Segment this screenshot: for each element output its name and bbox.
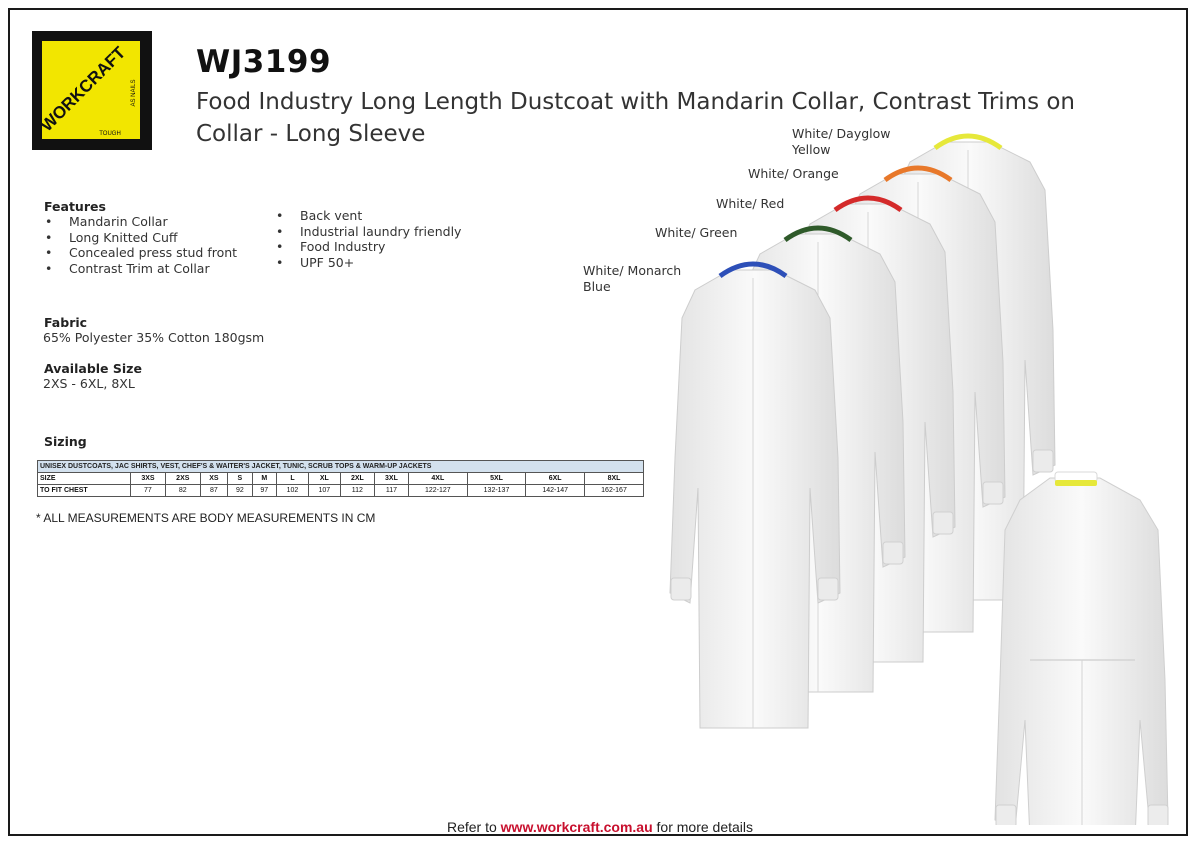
size-cell: 6XL <box>525 472 586 485</box>
chest-cell: 112 <box>339 484 375 497</box>
colour-label-line1: White/ Dayglow <box>792 126 891 141</box>
collar-trim <box>883 165 953 183</box>
chest-cell: 107 <box>307 484 341 497</box>
colour-label-line2: Yellow <box>792 142 831 157</box>
size-cell: 3XS <box>130 472 166 485</box>
workcraft-logo: WORKCRAFT AS NAILS TOUGH <box>32 31 152 150</box>
size-cell: 8XL <box>584 472 644 485</box>
colour-label-line1: White/ Monarch <box>583 263 682 278</box>
size-cell: XS <box>199 472 229 485</box>
dustcoat-front-monarch-blue <box>669 261 841 729</box>
footer-suffix: for more details <box>656 819 754 835</box>
available-size-heading: Available Size <box>44 361 142 376</box>
footer-website-link[interactable]: www.workcraft.com.au <box>500 819 653 835</box>
chest-cell: 117 <box>373 484 410 497</box>
size-cell: XL <box>307 472 341 485</box>
footer: Refer to www.workcraft.com.au for more d… <box>0 819 1200 835</box>
chest-cell: 97 <box>251 484 278 497</box>
chest-cell: 132-137 <box>466 484 527 497</box>
fabric-value: 65% Polyester 35% Cotton 180gsm <box>43 330 265 345</box>
size-cell: 2XL <box>339 472 375 485</box>
feature-item: Industrial laundry friendly <box>274 224 461 240</box>
colour-label-line1: White/ Green <box>655 225 738 240</box>
size-row-label: SIZE <box>37 472 131 485</box>
logo-tagline-bottom: TOUGH <box>99 131 121 137</box>
back-view-collar-trim <box>1055 480 1097 486</box>
dustcoat-illustrations <box>669 133 1169 825</box>
feature-item: Long Knitted Cuff <box>43 230 237 246</box>
chest-cell: 142-147 <box>525 484 586 497</box>
collar-trim <box>833 195 903 213</box>
logo-tagline-side: AS NAILS <box>131 79 137 106</box>
chest-cell: 87 <box>199 484 229 497</box>
sizing-table: UNISEX DUSTCOATS, JAC SHIRTS, VEST, CHEF… <box>37 460 644 497</box>
size-cell: 4XL <box>408 472 468 485</box>
features-list-right: Back ventIndustrial laundry friendlyFood… <box>274 208 461 270</box>
size-cell: 3XL <box>373 472 410 485</box>
feature-item: Food Industry <box>274 239 461 255</box>
measurement-note: * ALL MEASUREMENTS ARE BODY MEASUREMENTS… <box>36 511 376 525</box>
collar-trim <box>718 261 788 279</box>
colour-label-line1: White/ Orange <box>748 166 839 181</box>
available-size-value: 2XS - 6XL, 8XL <box>43 376 135 391</box>
collar-trim <box>933 133 1003 151</box>
size-cell: M <box>251 472 278 485</box>
colour-label-orange: White/ Orange <box>748 166 839 182</box>
size-cell: L <box>276 472 309 485</box>
size-cell: S <box>227 472 253 485</box>
colour-label-monarch-blue: White/ Monarch Blue <box>583 263 681 295</box>
sizing-table-title: UNISEX DUSTCOATS, JAC SHIRTS, VEST, CHEF… <box>37 460 644 473</box>
size-cell: 5XL <box>466 472 527 485</box>
colour-label-line2: Blue <box>583 279 611 294</box>
chest-cell: 162-167 <box>584 484 644 497</box>
colour-label-line1: White/ Red <box>716 196 785 211</box>
chest-cell: 92 <box>227 484 253 497</box>
sizing-heading: Sizing <box>44 434 87 449</box>
fabric-heading: Fabric <box>44 315 88 330</box>
colour-label-green: White/ Green <box>655 225 737 241</box>
product-code: WJ3199 <box>196 44 332 80</box>
feature-item: Contrast Trim at Collar <box>43 261 237 277</box>
chest-cell: 77 <box>130 484 166 497</box>
chest-row-label: TO FIT CHEST <box>37 484 131 497</box>
feature-item: UPF 50+ <box>274 255 461 271</box>
features-heading: Features <box>44 199 106 214</box>
chest-cell: 102 <box>276 484 309 497</box>
colour-label-red: White/ Red <box>716 196 784 212</box>
footer-prefix: Refer to <box>446 819 497 835</box>
sizing-table-title-row: UNISEX DUSTCOATS, JAC SHIRTS, VEST, CHEF… <box>37 460 644 473</box>
chest-cell: 82 <box>164 484 201 497</box>
chest-cell: 122-127 <box>408 484 468 497</box>
product-title: Food Industry Long Length Dustcoat with … <box>196 89 1076 147</box>
collar-trim <box>783 225 853 243</box>
feature-item: Back vent <box>274 208 461 224</box>
colour-label-dayglow-yellow: White/ Dayglow Yellow <box>792 126 891 158</box>
feature-item: Concealed press stud front <box>43 245 237 261</box>
page-border <box>8 8 1188 836</box>
dustcoat-back-view <box>994 471 1169 825</box>
feature-item: Mandarin Collar <box>43 214 237 230</box>
features-list-left: Mandarin CollarLong Knitted CuffConceale… <box>43 214 237 276</box>
size-cell: 2XS <box>164 472 201 485</box>
